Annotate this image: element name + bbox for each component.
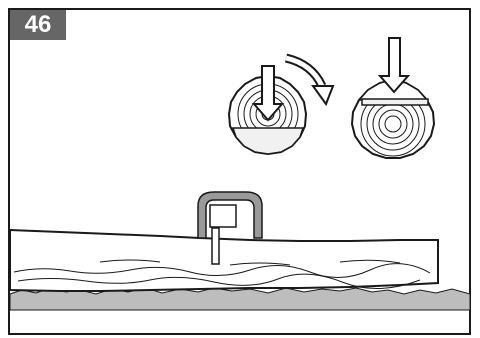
log-on-ground — [9, 228, 439, 292]
arrow-down-icon — [377, 37, 411, 94]
step-number-badge: 46 — [10, 10, 66, 40]
arrow-down-icon — [251, 65, 285, 122]
log-cross-section-second-cut — [350, 37, 436, 159]
clamp-bracket — [197, 191, 263, 265]
log-cross-section-first-cut — [227, 65, 308, 156]
rotate-arrow-icon — [284, 53, 335, 107]
